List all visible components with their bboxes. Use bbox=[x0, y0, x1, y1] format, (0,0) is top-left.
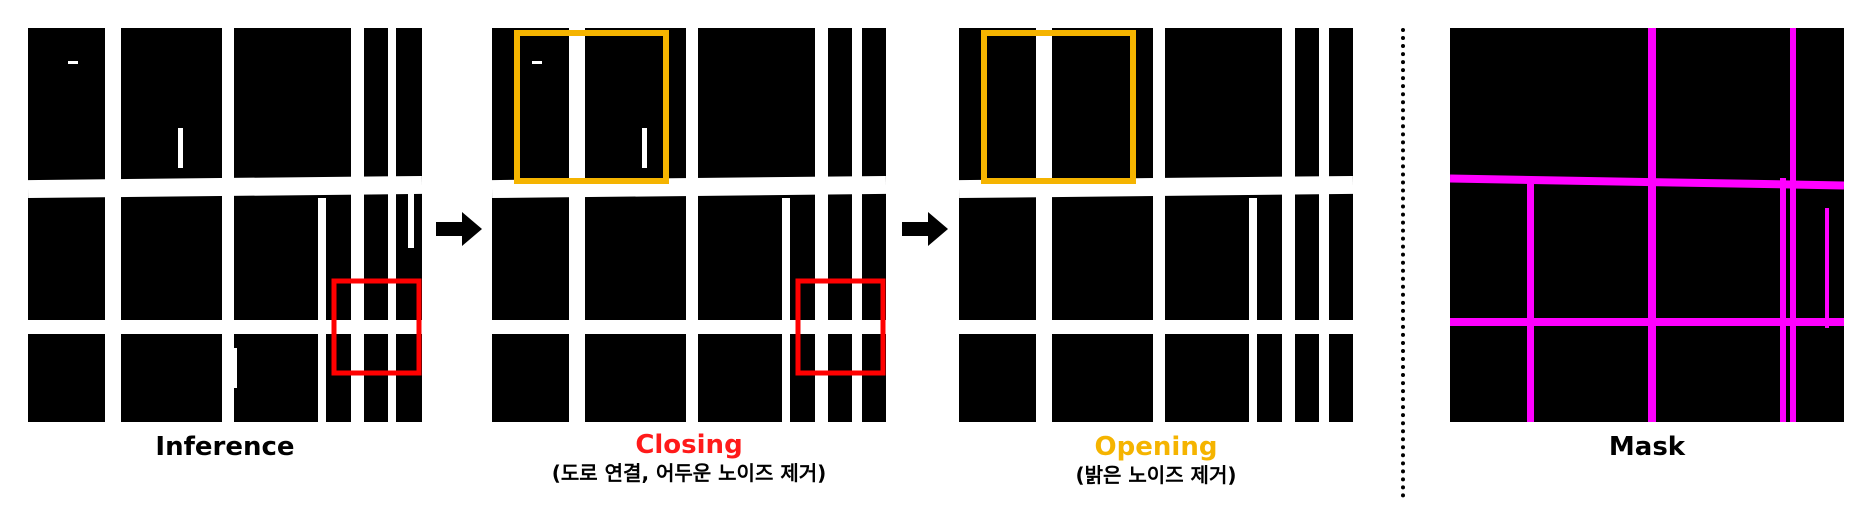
inference-title: Inference bbox=[155, 432, 295, 462]
opening-image bbox=[959, 28, 1353, 422]
opening-caption: Opening (밝은 노이즈 제거) bbox=[959, 432, 1353, 488]
right-arrow-icon bbox=[436, 212, 482, 246]
opening-title: Opening bbox=[1094, 432, 1218, 462]
closing-title: Closing bbox=[635, 430, 743, 460]
opening-road-map bbox=[959, 28, 1353, 422]
opening-subtitle: (밝은 노이즈 제거) bbox=[1075, 463, 1237, 487]
right-arrow-icon bbox=[902, 212, 948, 246]
closing-image bbox=[492, 28, 886, 422]
red-highlight-box bbox=[331, 278, 422, 376]
closing-road-map bbox=[492, 28, 886, 422]
yellow-highlight-box bbox=[981, 30, 1136, 184]
red-highlight-box bbox=[795, 278, 886, 376]
mask-road-map bbox=[1450, 28, 1844, 422]
dotted-divider bbox=[1401, 28, 1405, 498]
mask-title: Mask bbox=[1608, 432, 1686, 462]
inference-road-map bbox=[28, 28, 422, 422]
inference-caption: Inference bbox=[28, 432, 422, 462]
yellow-highlight-box bbox=[514, 30, 669, 184]
closing-subtitle: (도로 연결, 어두운 노이즈 제거) bbox=[551, 461, 827, 485]
mask-image bbox=[1450, 28, 1844, 422]
inference-image bbox=[28, 28, 422, 422]
mask-caption: Mask bbox=[1450, 432, 1844, 462]
closing-caption: Closing (도로 연결, 어두운 노이즈 제거) bbox=[492, 430, 886, 486]
